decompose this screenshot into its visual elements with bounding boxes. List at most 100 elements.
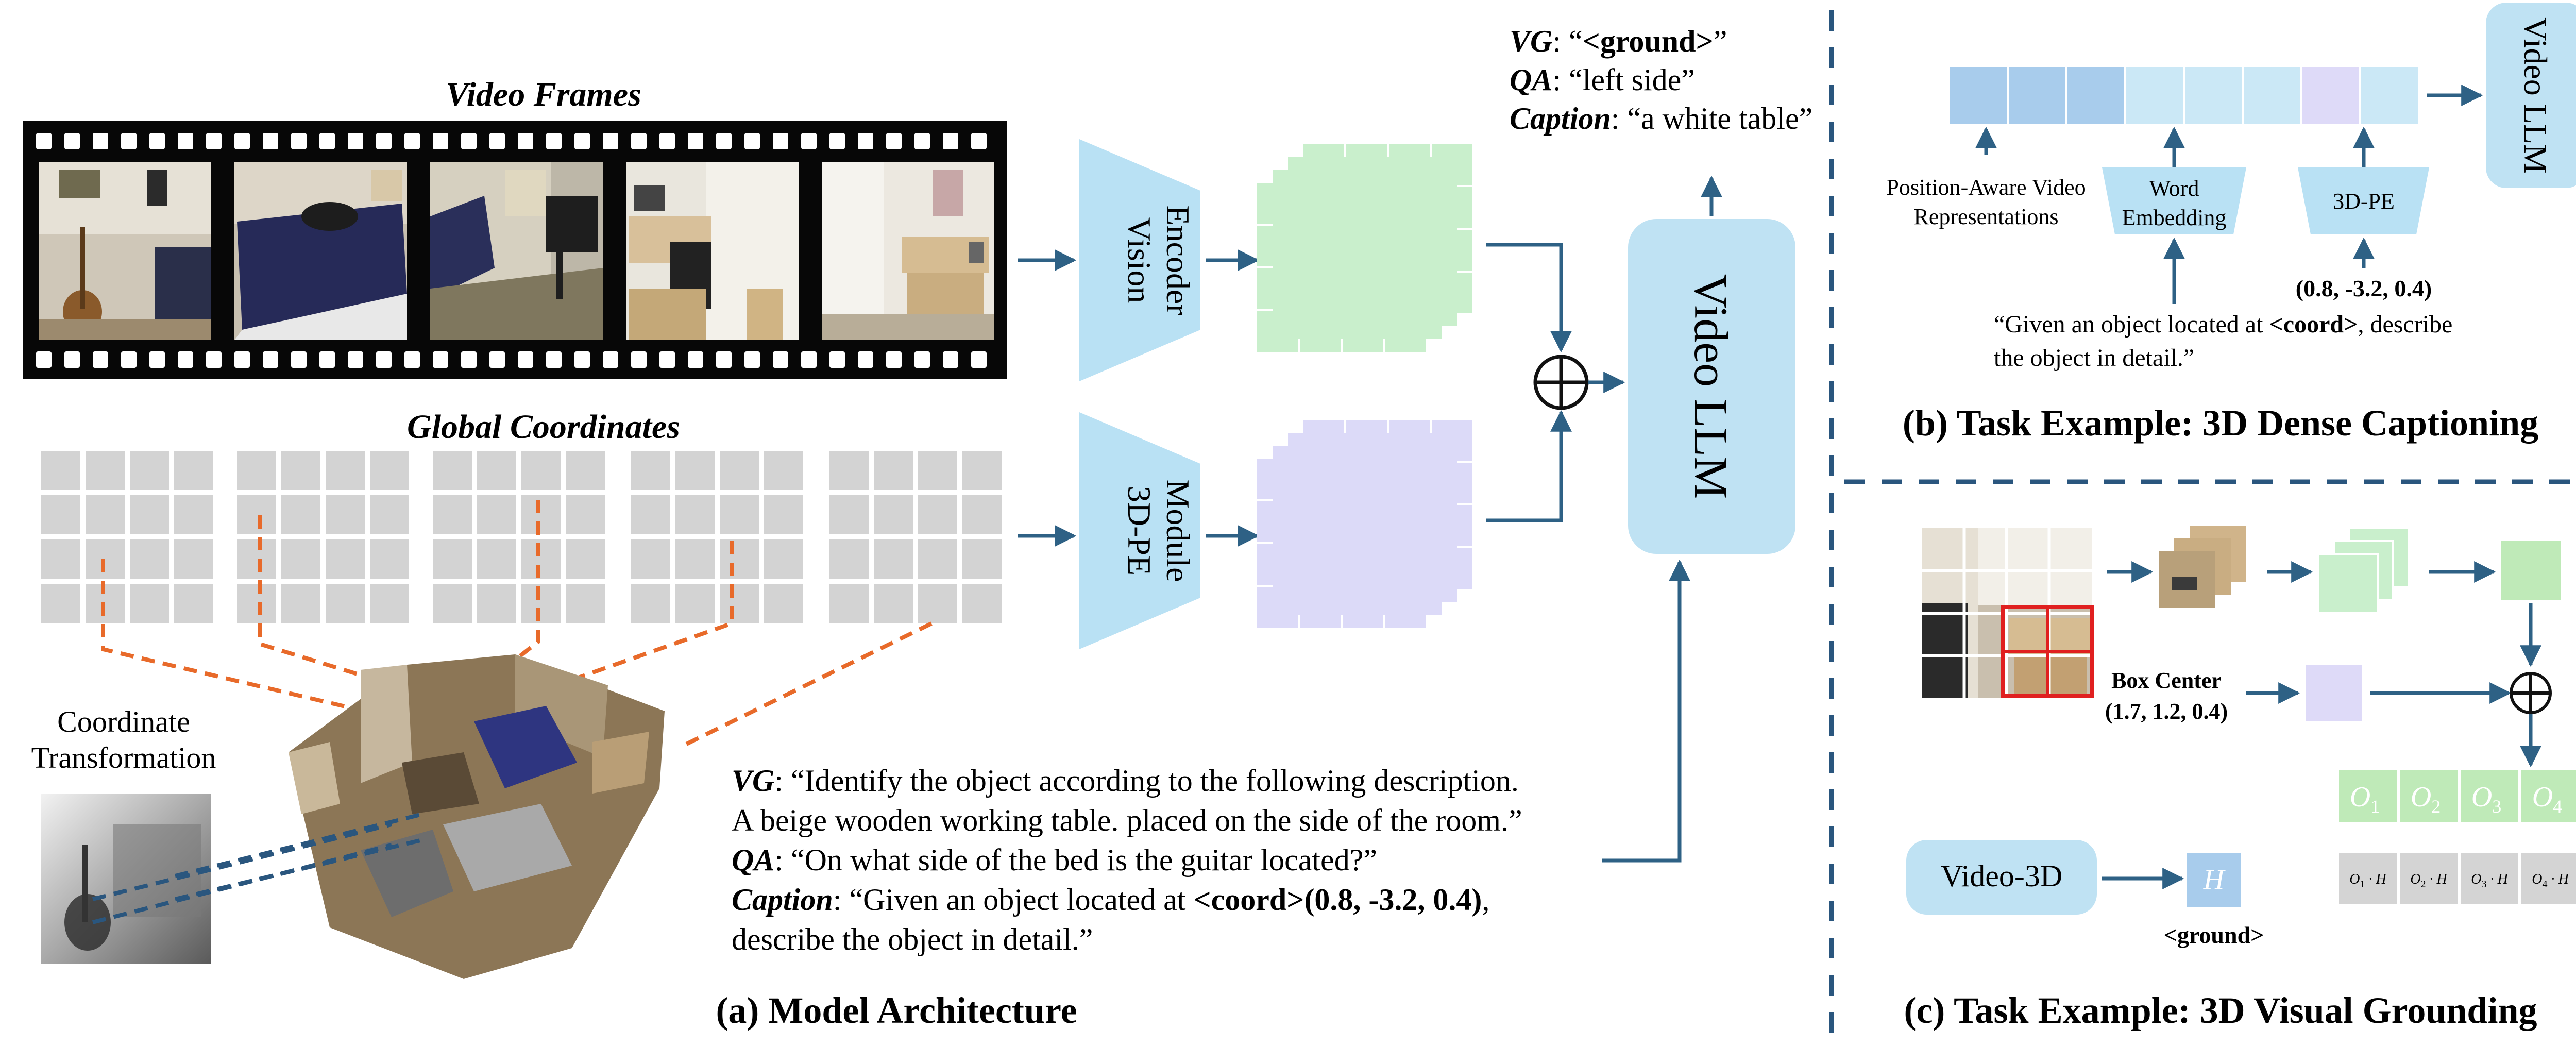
coordinate-cell <box>41 584 80 623</box>
feature-cell <box>1385 226 1426 266</box>
input-token <box>2244 67 2300 124</box>
coordinate-cell <box>477 584 516 623</box>
output-vg-label: VG <box>1510 24 1552 58</box>
c-product-tokens: O1 · HO2 · HO3 · HO4 · HO5 · H <box>2339 853 2576 904</box>
sprocket-hole <box>716 351 732 368</box>
video-frames-label: Video Frames <box>446 76 641 113</box>
product-token-label: O2 · H <box>2410 871 2448 890</box>
prompt-vg-label: VG <box>732 764 774 798</box>
sprocket-hole <box>773 351 788 368</box>
coordinate-cell <box>41 539 80 579</box>
sprocket-hole <box>93 133 108 149</box>
sprocket-hole <box>971 351 987 368</box>
sprocket-hole <box>744 133 760 149</box>
c-cropped-frames <box>2159 526 2246 608</box>
coordinate-cell <box>962 539 1002 579</box>
b-prompt-line2: the object in detail.” <box>1994 344 2194 372</box>
coordinate-grid-5 <box>829 451 1002 623</box>
coordinate-cell <box>130 495 169 534</box>
sprocket-hole <box>178 133 193 149</box>
feature-cell <box>1257 268 1298 309</box>
prompt-vg-line2: A beige wooden working table. placed on … <box>732 803 1522 837</box>
sprocket-hole <box>376 133 392 149</box>
sprocket-hole <box>886 351 902 368</box>
sprocket-hole <box>716 133 732 149</box>
sprocket-hole <box>829 133 845 149</box>
coordinate-cell <box>962 451 1002 490</box>
sprocket-hole <box>659 133 675 149</box>
coordinate-cell <box>566 451 605 490</box>
coordinate-cell <box>764 584 803 623</box>
prompt-qa: QA: “On what side of the bed is the guit… <box>732 843 1377 877</box>
object-token <box>2461 770 2518 822</box>
object-token <box>2521 770 2576 822</box>
coordinate-cell <box>631 584 670 623</box>
sprocket-hole <box>348 133 363 149</box>
c-h-token <box>2187 853 2241 907</box>
sprocket-hole <box>178 351 193 368</box>
panel-a-caption: (a) Model Architecture <box>716 990 1077 1031</box>
vision-encoder-line2: Encoder <box>1160 205 1196 315</box>
object-token <box>2400 770 2458 822</box>
sprocket-hole <box>93 351 108 368</box>
sprocket-hole <box>574 133 590 149</box>
sprocket-hole <box>744 351 760 368</box>
coordinate-cell <box>764 495 803 534</box>
feature-cell <box>1300 544 1341 585</box>
coordinate-cell <box>281 495 320 534</box>
feature-cell <box>1257 544 1298 585</box>
c-h-label: H <box>2203 864 2226 896</box>
feature-layer <box>1257 459 1426 628</box>
sprocket-hole <box>688 351 703 368</box>
sprocket-hole <box>858 351 873 368</box>
panel-c-caption: (c) Task Example: 3D Visual Grounding <box>1904 990 2537 1031</box>
coordinate-cell <box>370 451 409 490</box>
coordinate-cell <box>281 584 320 623</box>
coordinate-cell <box>237 451 276 490</box>
depth-map <box>41 794 211 964</box>
c-box-center-value: (1.7, 1.2, 0.4) <box>2105 699 2228 724</box>
visual-feature-stack <box>1257 144 1472 352</box>
coordinate-cell <box>130 451 169 490</box>
output-qa-text: : “left side” <box>1552 63 1695 97</box>
feature-cell <box>1343 311 1383 352</box>
coordinate-cell <box>174 584 213 623</box>
coordinate-cell <box>130 584 169 623</box>
pe-module-line2: Module <box>1160 479 1196 582</box>
coordinate-cell <box>962 495 1002 534</box>
coordinate-cell <box>631 451 670 490</box>
c-green-stack <box>2317 527 2410 614</box>
sprocket-hole <box>433 133 448 149</box>
coordinate-cell <box>566 495 605 534</box>
sprocket-hole <box>64 351 80 368</box>
coordinate-cell <box>521 495 561 534</box>
feature-cell <box>1257 587 1298 628</box>
coordinate-cell <box>237 584 276 623</box>
coordinate-cell <box>370 495 409 534</box>
feature-cell <box>1257 183 1298 224</box>
sprocket-hole <box>801 133 817 149</box>
arrow-prompts-to-llm <box>1602 559 1690 863</box>
coordinate-cell <box>962 584 1002 623</box>
global-coordinate-grids <box>41 451 1002 623</box>
input-token <box>2067 67 2124 124</box>
feature-cell <box>1343 183 1383 224</box>
feature-cell <box>1257 226 1298 266</box>
sum-operator <box>1533 355 1589 410</box>
sprocket-hole <box>36 133 52 149</box>
feature-cell <box>1343 544 1383 585</box>
coordinate-cell <box>720 584 759 623</box>
coordinate-cell <box>370 539 409 579</box>
feature-cell <box>1343 226 1383 266</box>
pos-aware-line2: Representations <box>1913 204 2058 229</box>
video-llm-label: Video LLM <box>1685 274 1737 499</box>
vision-encoder-line1: Vision <box>1121 217 1158 303</box>
sprocket-hole <box>121 351 137 368</box>
coordinate-cell <box>675 584 715 623</box>
coordinate-cell <box>566 539 605 579</box>
coordinate-cell <box>281 539 320 579</box>
prompt-caption-label: Caption <box>732 883 833 917</box>
coordinate-cell <box>41 451 80 490</box>
c-ground-token: <ground> <box>2164 922 2264 948</box>
output-qa: QA: “left side” <box>1510 63 1695 97</box>
